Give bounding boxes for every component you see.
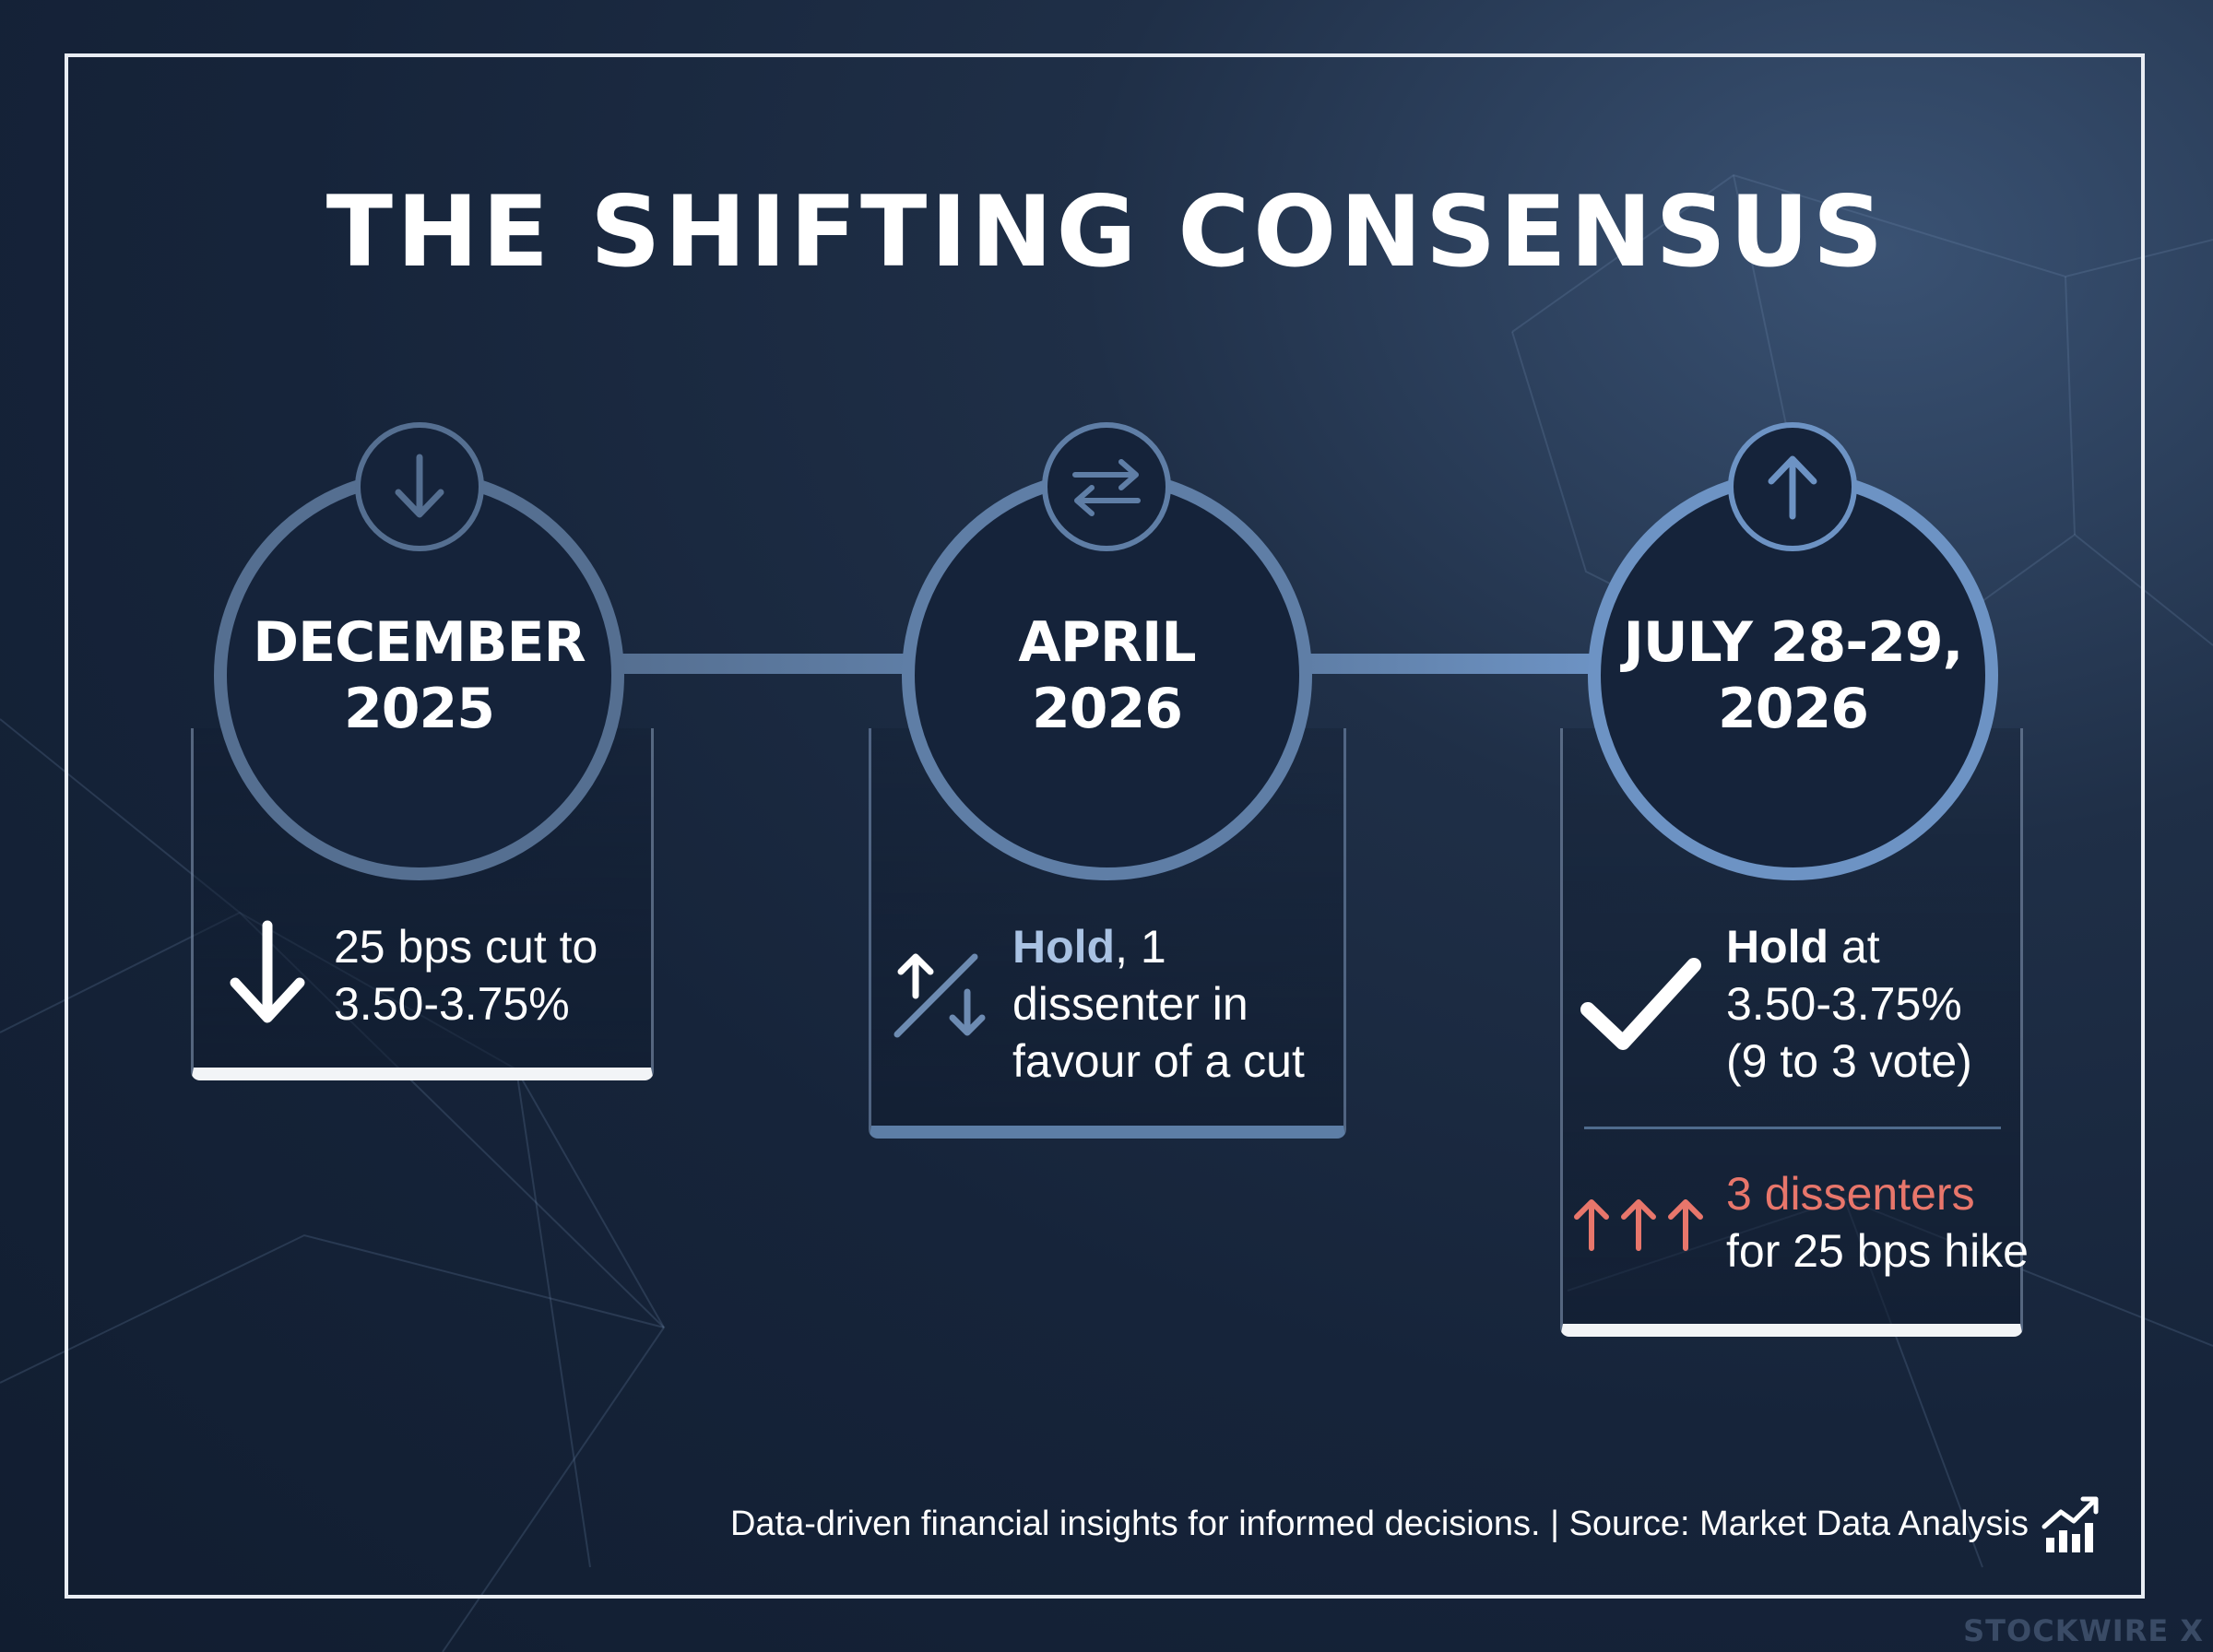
footer-source: Data-driven financial insights for infor… — [729, 1504, 2029, 1543]
up-down-split-icon — [893, 953, 986, 1038]
date-label-july: JULY 28-29, 2026 — [1623, 609, 1964, 741]
date-label-april: APRIL 2026 — [1018, 609, 1196, 741]
growth-chart-icon — [2041, 1496, 2099, 1552]
timeline-connector-1 — [618, 654, 913, 674]
arrow-down-icon — [395, 454, 444, 518]
arrow-up-icon — [1768, 455, 1817, 520]
watermark: STOCKWIRE X — [1963, 1613, 2204, 1648]
july-dissent-text: 3 dissenters for 25 bps hike — [1726, 1168, 2029, 1277]
page-title: THE SHIFTING CONSENSUS — [325, 175, 1888, 289]
april-result-text: Hold, 1 dissenter in favour of a cut — [1012, 921, 1305, 1087]
timeline-connector-2 — [1305, 654, 1600, 674]
triple-up-arrows-icon — [1574, 1199, 1703, 1251]
december-result-text: 25 bps cut to 3.50-3.75% — [334, 921, 598, 1030]
badge-december — [355, 422, 484, 551]
date-label-december: DECEMBER 2025 — [253, 609, 586, 741]
swap-arrows-icon — [1072, 459, 1141, 516]
badge-april — [1042, 422, 1171, 551]
july-result-text: Hold at 3.50-3.75% (9 to 3 vote) — [1726, 921, 1972, 1087]
outer-frame — [65, 53, 2145, 1599]
badge-july — [1728, 422, 1857, 551]
arrow-down-icon — [230, 920, 305, 1023]
checkmark-icon — [1580, 958, 1701, 1050]
july-divider — [1584, 1127, 2001, 1129]
